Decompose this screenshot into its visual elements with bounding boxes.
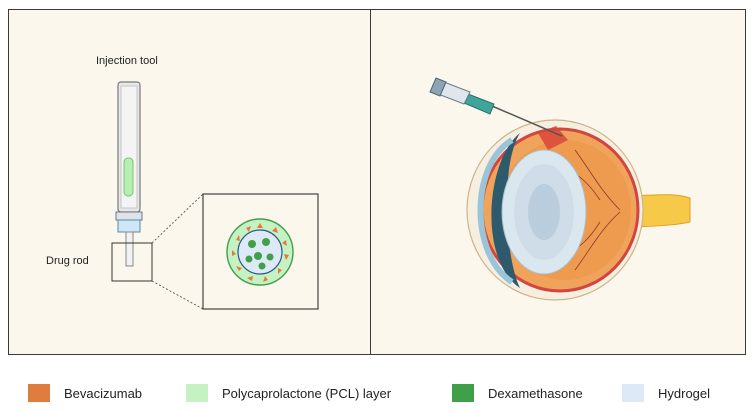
magnified-view-box: [202, 193, 319, 310]
legend-swatch-bevacizumab: [28, 384, 50, 402]
legend-item-hydrogel: Hydrogel: [622, 382, 710, 404]
rod-cross-section: [226, 218, 294, 286]
left-panel: [8, 9, 371, 355]
injection-tool: [115, 81, 143, 267]
drug-rod-label: Drug rod: [46, 255, 89, 267]
bevacizumab-markers: [232, 223, 289, 282]
syringe-hub: [463, 93, 495, 115]
legend-swatch-pcl: [186, 384, 208, 402]
dexamethasone-particles: [245, 238, 274, 270]
zoom-line-top: [151, 193, 204, 244]
injection-site: [538, 126, 568, 150]
drug-rod-window: [123, 157, 134, 197]
injection-tool-needle: [125, 231, 134, 267]
legend-swatch-hydrogel: [622, 384, 644, 402]
injection-tool-hub: [117, 219, 141, 233]
legend-item-bevacizumab: Bevacizumab: [28, 382, 142, 404]
lens-core: [528, 184, 560, 240]
injection-tool-collar: [115, 211, 143, 221]
hydrogel-core: [237, 229, 283, 275]
injection-tool-label: Injection tool: [96, 55, 158, 67]
legend-label-pcl: Polycaprolactone (PCL) layer: [222, 385, 392, 401]
syringe: [429, 77, 563, 137]
eye-illustration: [466, 119, 691, 301]
syringe-cap: [429, 77, 447, 97]
syringe-needle: [491, 105, 563, 137]
legend-label-hydrogel: Hydrogel: [658, 385, 711, 401]
legend-label-dexamethasone: Dexamethasone: [488, 385, 583, 401]
legend-swatch-dexamethasone: [452, 384, 474, 402]
legend: Bevacizumab Polycaprolactone (PCL) layer…: [0, 382, 754, 406]
legend-item-pcl: Polycaprolactone (PCL) layer: [186, 382, 391, 404]
legend-item-dexamethasone: Dexamethasone: [452, 382, 583, 404]
legend-label-bevacizumab: Bevacizumab: [64, 385, 143, 401]
zoom-line-bottom: [151, 280, 204, 310]
cornea: [477, 137, 514, 285]
drug-rod-box: [111, 242, 153, 282]
